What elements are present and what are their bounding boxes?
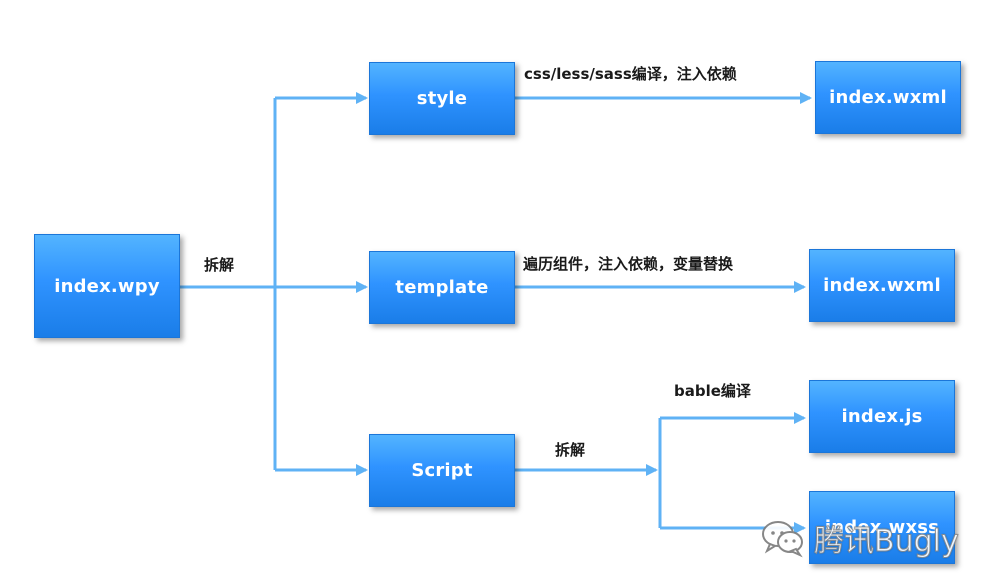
style-output-node: index.wxml	[815, 61, 961, 134]
split-main-label: 拆解	[204, 256, 235, 274]
style-node: style	[369, 62, 515, 135]
style-compile-label: css/less/sass编译，注入依赖	[524, 65, 737, 83]
wechat-icon	[762, 521, 803, 558]
script-node: Script	[369, 434, 515, 507]
script-split-label: 拆解	[555, 441, 586, 459]
template-node: template	[369, 251, 515, 324]
watermark: 腾讯Bugly	[760, 516, 959, 560]
babel-compile-label: bable编译	[674, 382, 751, 400]
wxss-output-node: index.wxss	[809, 491, 955, 564]
template-process-label: 遍历组件，注入依赖，变量替换	[523, 255, 734, 273]
source-node: index.wpy	[34, 234, 180, 338]
template-output-node: index.wxml	[809, 249, 955, 322]
js-output-node: index.js	[809, 380, 955, 453]
watermark-text: 腾讯Bugly	[814, 524, 960, 560]
